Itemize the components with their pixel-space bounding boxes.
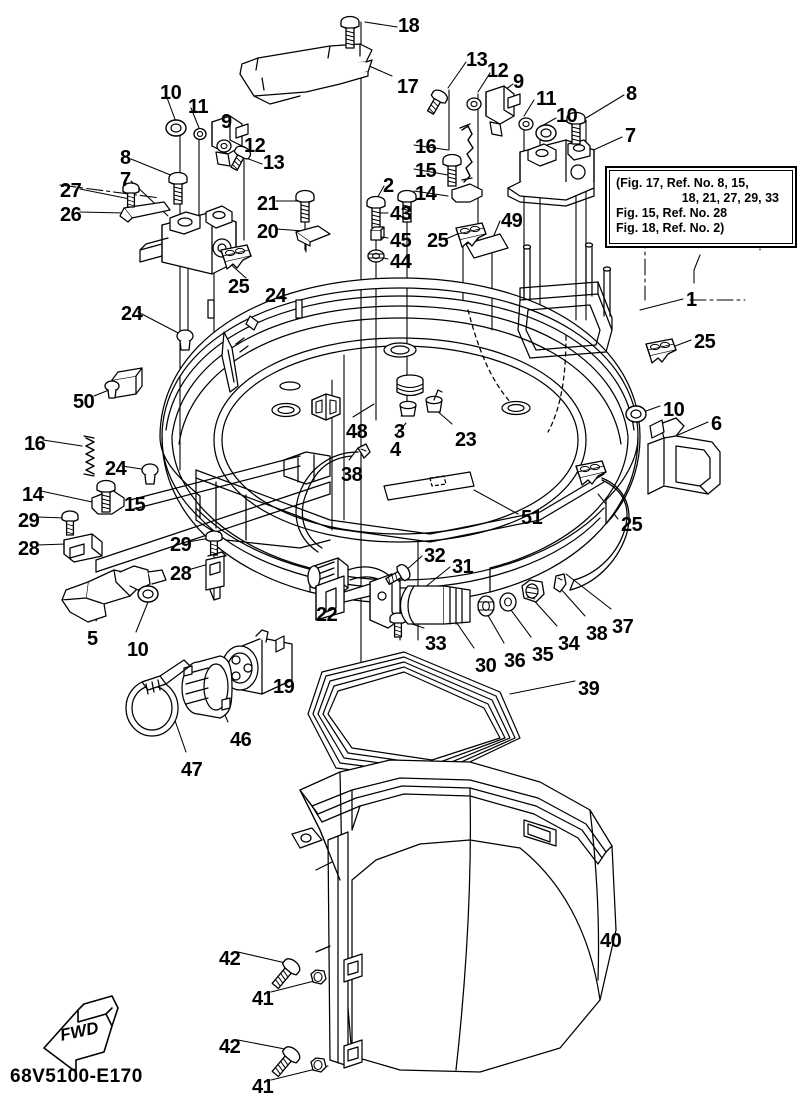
part-callout-35: 35 xyxy=(532,644,554,666)
part-callout-24: 24 xyxy=(265,285,287,307)
part-callout-51: 51 xyxy=(521,507,543,529)
part-callout-14: 14 xyxy=(22,484,44,506)
part-callout-49: 49 xyxy=(501,210,523,232)
note-line-3: Fig. 15, Ref. No. 28 xyxy=(616,206,728,220)
part-callout-41: 41 xyxy=(252,988,274,1010)
part-callout-23: 23 xyxy=(455,429,477,451)
part-callout-33: 33 xyxy=(425,633,447,655)
part-callout-40: 40 xyxy=(600,930,622,952)
part-callout-21: 21 xyxy=(257,193,279,215)
part-callout-43: 43 xyxy=(390,203,412,225)
part-callout-25: 25 xyxy=(228,276,250,298)
part-callout-16: 16 xyxy=(24,433,46,455)
part-callout-30: 30 xyxy=(475,655,497,677)
part-callout-26: 26 xyxy=(60,204,82,226)
part-callout-15: 15 xyxy=(415,160,437,182)
part-callout-44: 44 xyxy=(390,251,412,273)
part-callout-29: 29 xyxy=(170,534,192,556)
part-callout-11: 11 xyxy=(188,96,209,118)
reference-note-box: (Fig. 17, Ref. No. 8, 15, 18, 21, 27, 29… xyxy=(605,166,797,248)
part-callout-7: 7 xyxy=(120,169,131,191)
part-callout-25: 25 xyxy=(694,331,716,353)
part-callout-31: 31 xyxy=(452,556,474,578)
part-callout-38: 38 xyxy=(586,623,608,645)
part-callout-12: 12 xyxy=(487,60,509,82)
part-callout-1: 1 xyxy=(686,289,697,311)
part-callout-10: 10 xyxy=(160,82,182,104)
part-callout-47: 47 xyxy=(181,759,203,781)
part-callout-17: 17 xyxy=(397,76,419,98)
part-callout-10: 10 xyxy=(127,639,149,661)
part-callout-5: 5 xyxy=(87,628,98,650)
part-callout-12: 12 xyxy=(244,135,266,157)
part-callout-42: 42 xyxy=(219,948,241,970)
part-callout-10: 10 xyxy=(556,105,578,127)
part-callout-10: 10 xyxy=(663,399,685,421)
part-callout-11: 11 xyxy=(536,88,557,110)
part-callout-25: 25 xyxy=(427,230,449,252)
part-callout-15: 15 xyxy=(124,494,146,516)
part-callout-24: 24 xyxy=(121,303,143,325)
part-callout-29: 29 xyxy=(18,510,40,532)
part-callout-9: 9 xyxy=(513,71,524,93)
part-callout-48: 48 xyxy=(346,421,368,443)
part-callout-19: 19 xyxy=(273,676,295,698)
part-callout-13: 13 xyxy=(263,152,285,174)
part-callout-34: 34 xyxy=(558,633,580,655)
part-callout-18: 18 xyxy=(398,15,420,37)
note-line-4: Fig. 18, Ref. No. 2) xyxy=(616,221,725,235)
part-callout-28: 28 xyxy=(18,538,40,560)
part-callout-22: 22 xyxy=(316,604,338,626)
part-callout-32: 32 xyxy=(424,545,446,567)
part-callout-27: 27 xyxy=(60,180,82,202)
note-line-2: 18, 21, 27, 29, 33 xyxy=(681,191,779,205)
part-callout-45: 45 xyxy=(390,230,412,252)
part-callout-37: 37 xyxy=(612,616,634,638)
part-callout-20: 20 xyxy=(257,221,279,243)
part-callout-8: 8 xyxy=(120,147,131,169)
part-callout-7: 7 xyxy=(625,125,636,147)
part-callout-42: 42 xyxy=(219,1036,241,1058)
part-callout-36: 36 xyxy=(504,650,526,672)
part-callout-38: 38 xyxy=(341,464,363,486)
note-line-1: (Fig. 17, Ref. No. 8, 15, xyxy=(616,176,749,190)
part-callout-46: 46 xyxy=(230,729,252,751)
part-callout-3: 3 xyxy=(394,421,405,443)
part-callout-25: 25 xyxy=(621,514,643,536)
part-callout-9: 9 xyxy=(221,111,232,133)
part-callout-28: 28 xyxy=(170,563,192,585)
part-callout-24: 24 xyxy=(105,458,127,480)
part-callout-6: 6 xyxy=(711,413,722,435)
part-callout-41: 41 xyxy=(252,1076,274,1098)
figure-code: 68V5100-E170 xyxy=(10,1066,143,1087)
part-callout-50: 50 xyxy=(73,391,95,413)
part-callout-13: 13 xyxy=(466,49,488,71)
part-callout-8: 8 xyxy=(626,83,637,105)
part-callout-4: 4 xyxy=(390,439,401,461)
part-callout-14: 14 xyxy=(415,183,437,205)
part-callout-39: 39 xyxy=(578,678,600,700)
part-callout-2: 2 xyxy=(383,175,394,197)
part-callout-16: 16 xyxy=(415,136,437,158)
